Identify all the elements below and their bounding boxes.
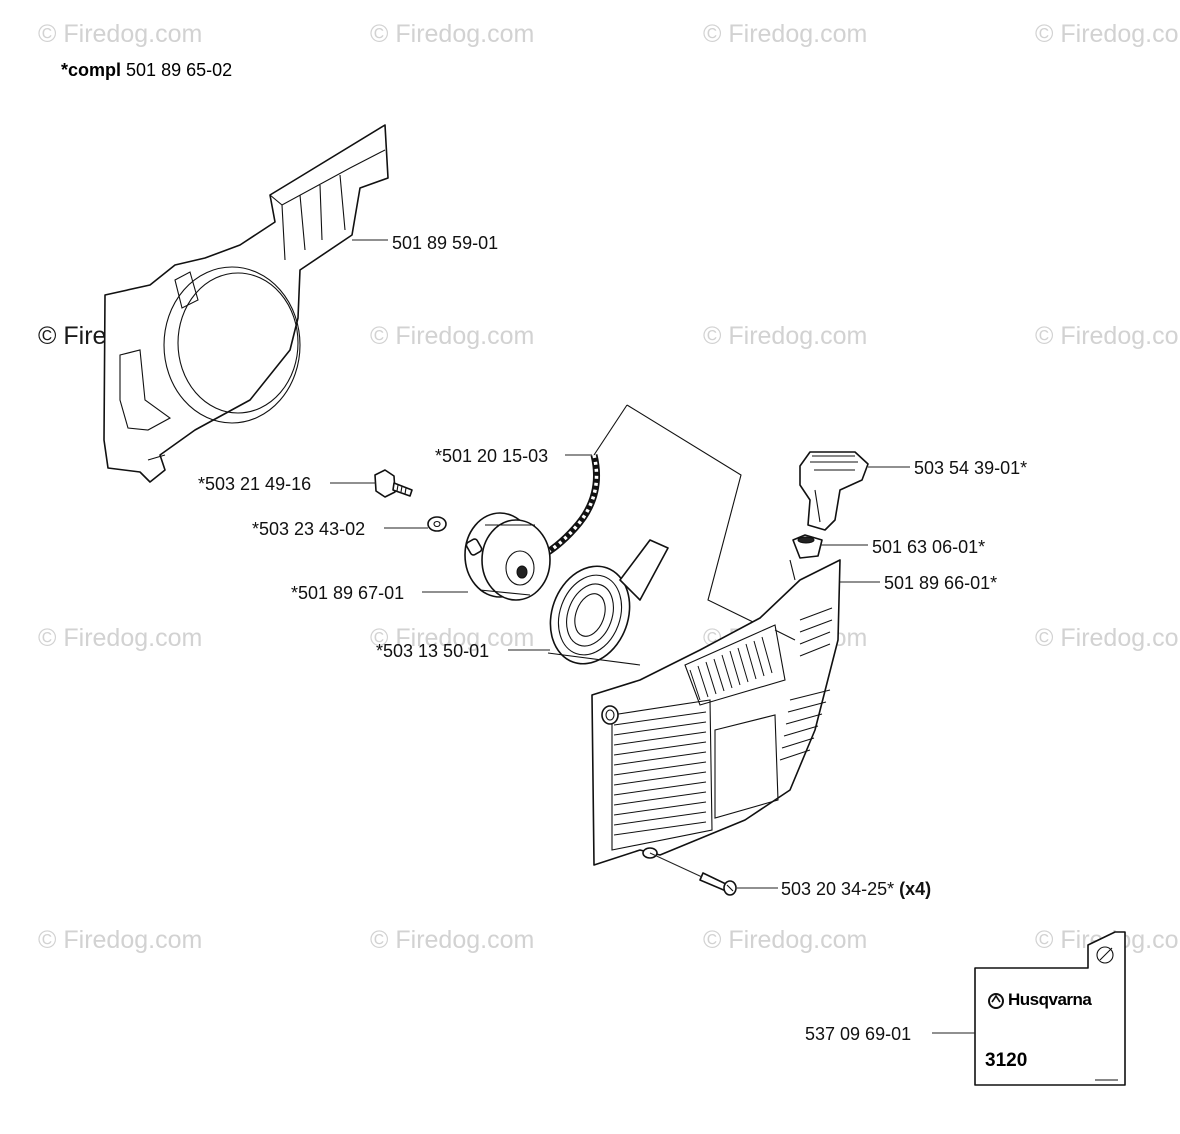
starter-handle-part[interactable] (799, 451, 869, 531)
callout-housing-screw-number: 503 20 34-25* (781, 879, 895, 899)
watermark: © Firedog.co (1035, 322, 1179, 350)
watermark: © Firedog.co (1035, 624, 1179, 652)
starter-housing-part[interactable] (591, 559, 841, 866)
watermark: © Firedog.com (703, 20, 868, 48)
decal-model-text: 3120 (985, 1050, 1028, 1071)
washer-part[interactable] (427, 516, 447, 532)
watermark: © Firedog.com (370, 624, 535, 652)
husqvarna-logo-icon (988, 993, 1004, 1009)
watermark: © Firedog.com (38, 20, 203, 48)
callout-handle: 503 54 39-01* (914, 458, 1028, 478)
decal-part[interactable] (974, 931, 1126, 1086)
housing-screw-part[interactable] (649, 852, 737, 896)
watermark: © Firedog.com (38, 624, 203, 652)
assembly-prefix: *compl (61, 60, 122, 80)
callout-bushing: 501 63 06-01* (872, 537, 986, 557)
watermark: © Firedog.com (370, 926, 535, 954)
callout-housing-screw: 503 20 34-25* (x4) (781, 879, 931, 899)
assembly-part-number: *compl 501 89 65-02 (61, 60, 232, 81)
watermark: © Firedog.com (38, 926, 203, 954)
watermark: © Firedog.com (370, 20, 535, 48)
watermark: © Firedog.co (1035, 20, 1179, 48)
recoil-spring-part[interactable] (537, 539, 669, 675)
decal-brand-text: Husqvarna (1008, 990, 1092, 1009)
callout-decal: 537 09 69-01 (805, 1024, 912, 1044)
pulley-part[interactable] (464, 512, 551, 601)
callout-starter-housing: 501 89 66-01* (884, 573, 998, 593)
callout-cover: 501 89 59-01 (392, 233, 499, 253)
callout-pulley: *501 89 67-01 (291, 583, 405, 603)
side-cover-part[interactable] (103, 124, 389, 483)
watermark: © Firedog.com (370, 322, 535, 350)
watermark: © Firedog.com (703, 926, 868, 954)
callout-rope: *501 20 15-03 (435, 446, 549, 466)
callout-washer: *503 23 43-02 (252, 519, 366, 539)
rope-bushing-part[interactable] (792, 534, 823, 559)
screw-part[interactable] (374, 469, 413, 498)
callout-housing-screw-qty: (x4) (899, 879, 932, 899)
watermark: © Firedog.com (703, 322, 868, 350)
callout-screw: *503 21 49-16 (198, 474, 312, 494)
callout-spring: *503 13 50-01 (376, 641, 490, 661)
assembly-number: 501 89 65-02 (126, 60, 233, 80)
